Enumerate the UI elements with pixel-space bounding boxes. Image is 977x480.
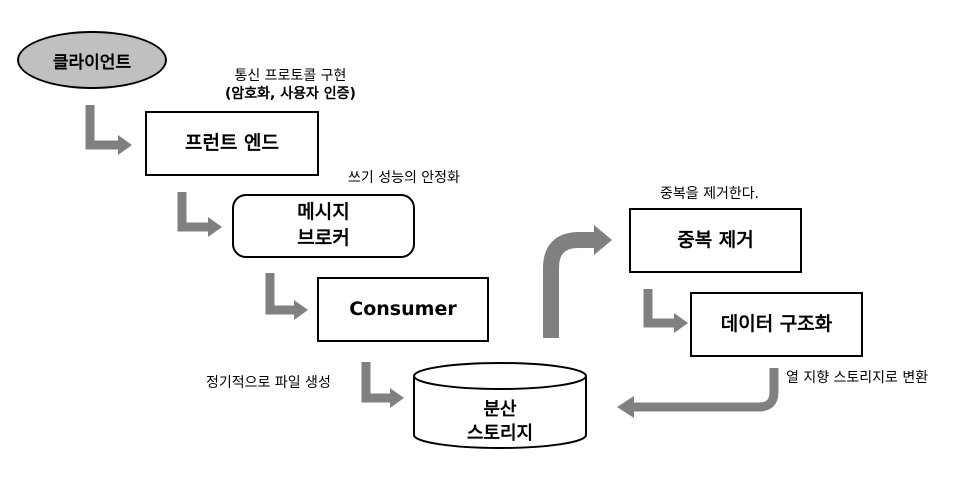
arrowhead-broker-to-consumer [294,300,308,320]
columnar-note: 열 지향 스토리지로 변환 [786,370,929,386]
arrow-dedup-to-structuring [643,289,676,328]
frontend-note: 통신 프로토콜 구현 (암호화, 사용자 인증) [225,67,356,103]
client-node: 클라이언트 [17,31,167,89]
broker-label-line1: 메시지 [297,201,350,224]
arrow-storage-to-dedup [543,232,596,338]
message-broker-node: 메시지 브로커 [232,194,415,258]
frontend-note-line1: 통신 프로토콜 구현 [234,68,347,84]
dedup-label: 중복 제거 [677,228,754,251]
dedup-note: 중복을 제거한다. [660,186,760,202]
frontend-label: 프런트 엔드 [184,131,279,154]
storage-label: 분산 스토리지 [414,398,586,447]
arrowhead-frontend-to-broker [208,217,222,237]
client-label: 클라이언트 [52,52,132,73]
arrowhead-structuring-to-storage [617,396,634,418]
storage-cylinder [413,362,587,449]
arrow-structuring-to-storage [632,368,779,412]
arrowhead-dedup-to-structuring [674,313,688,333]
frontend-note-line2: (암호화, 사용자 인증) [225,86,356,103]
frontend-node: 프런트 엔드 [145,111,319,176]
storage-note: 정기적으로 파일 생성 [206,375,331,391]
arrow-client-to-frontend [85,105,120,150]
broker-label-line2: 브로커 [297,227,350,249]
arrowhead-storage-to-dedup [594,225,612,255]
consumer-label: Consumer [349,297,457,320]
arrow-to-storage [361,362,392,403]
arrowhead-to-storage [390,388,404,408]
structuring-node: 데이터 구조화 [690,292,863,357]
arrowhead-client-to-frontend [118,135,132,155]
storage-label-line2: 스토리지 [466,423,534,445]
arrow-broker-to-consumer [265,273,296,315]
consumer-node: Consumer [317,277,489,342]
broker-note: 쓰기 성능의 안정화 [348,170,460,186]
dedup-node: 중복 제거 [629,208,802,273]
storage-label-line1: 분산 [483,399,517,420]
structuring-label: 데이터 구조화 [720,312,833,335]
arrow-frontend-to-broker [177,192,210,232]
